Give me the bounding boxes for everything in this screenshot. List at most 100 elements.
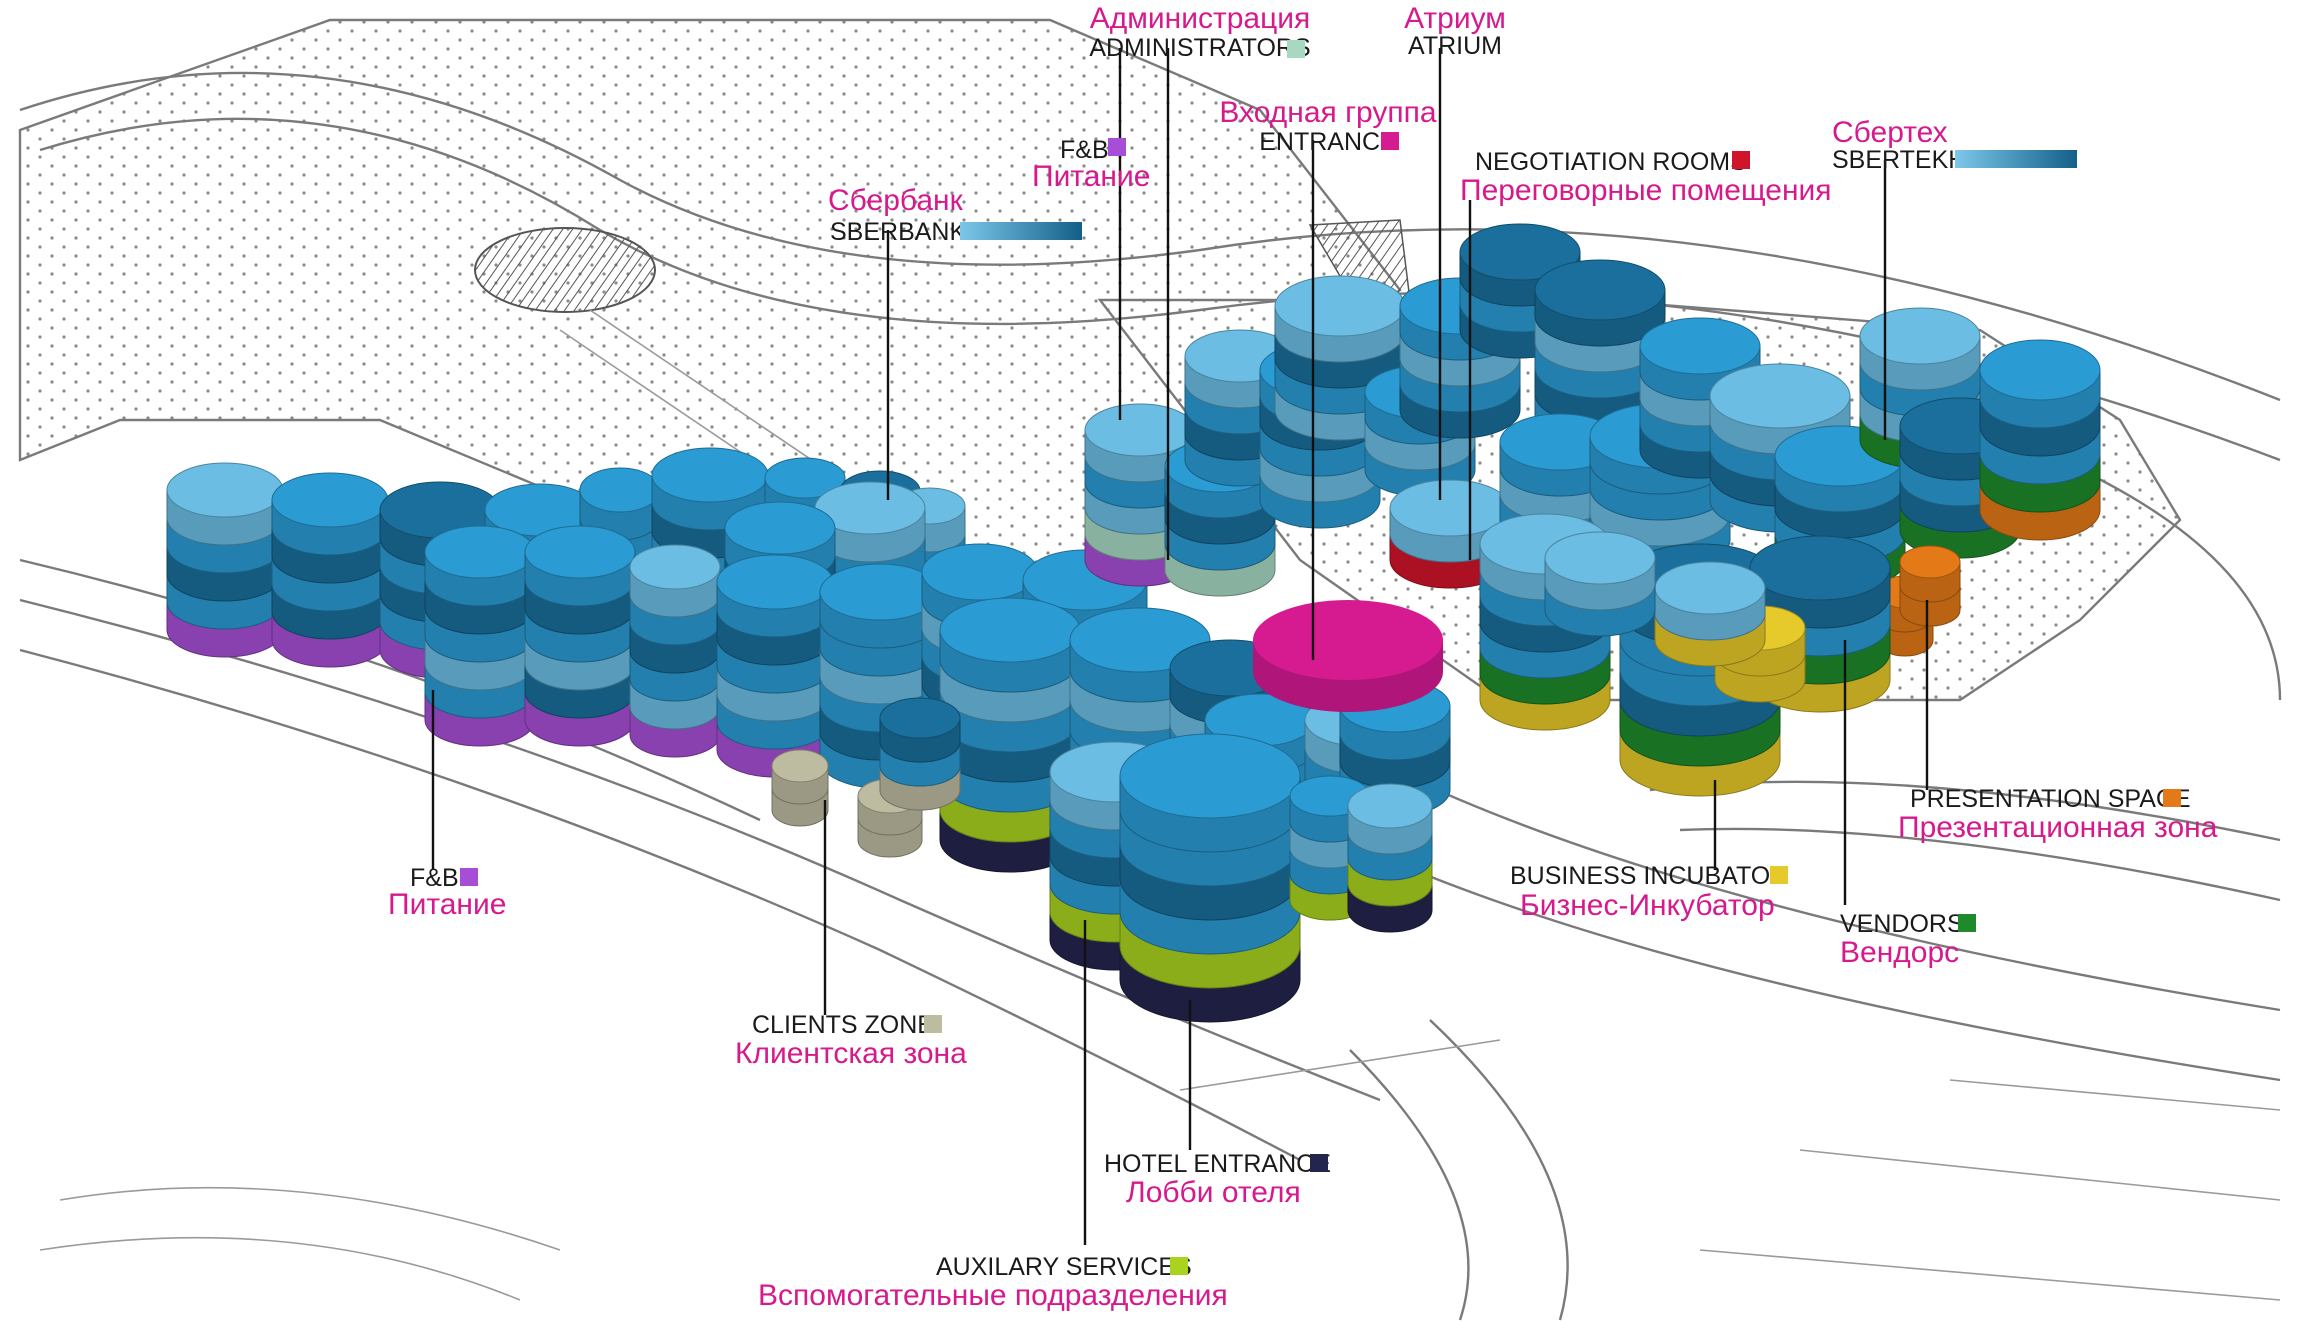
label-negotiation-en: NEGOTIATION ROOMS (1475, 148, 1747, 176)
cylinder-top (271, 472, 389, 528)
plaza-ellipse (474, 227, 656, 313)
swatch-vendors (1958, 914, 1976, 932)
road-lower-left (19, 598, 1381, 1102)
label-entrance-ru: Входная группа (1219, 96, 1436, 129)
label-sberbank-en: SBERBANK (830, 218, 966, 246)
swatch-clients (924, 1015, 942, 1033)
cylinder-top (1654, 561, 1766, 615)
cylinder-top (1639, 317, 1761, 375)
swatch-administrators (1287, 40, 1305, 58)
cylinder-stack (1544, 531, 1656, 637)
cylinder-top (524, 525, 636, 579)
swatch-sbertekh (1955, 150, 2077, 168)
cylinder-top (1119, 733, 1301, 819)
cylinder-top (1709, 363, 1851, 429)
lot-lines (1179, 1039, 2281, 1301)
label-incubator-ru: Бизнес-Инкубатор (1520, 889, 1775, 922)
road-south-2 (1429, 1019, 1569, 1321)
label-auxiliary-ru: Вспомогательные подразделения (758, 1279, 1228, 1312)
cylinder-top (771, 749, 829, 783)
swatch-sberbank (960, 222, 1082, 240)
cylinder-top (424, 525, 536, 579)
label-fnb-bottom-en: F&B (410, 864, 459, 892)
cylinder-top (1459, 223, 1581, 281)
label-fnb-bottom-ru: Питание (388, 888, 506, 921)
cylinder-top (1534, 259, 1666, 321)
cylinder-top (1979, 339, 2101, 401)
cylinder-stack (939, 597, 1081, 873)
label-hotel-en: HOTEL ENTRANCE (1104, 1150, 1331, 1178)
road-west-edge (19, 558, 761, 822)
label-clients-ru: Клиентская зона (735, 1037, 967, 1070)
label-administrators-en: ADMINISTRATORS (1089, 34, 1310, 62)
label-presentation-en: PRESENTATION SPACE (1910, 785, 2191, 813)
cylinder-top (716, 554, 834, 610)
cylinder-stack (271, 472, 389, 668)
cylinder-top (629, 544, 721, 590)
entrance-disc (1253, 600, 1443, 712)
cylinder-top (1084, 403, 1196, 457)
swatch-presentation (2163, 789, 2181, 807)
label-auxiliary-en: AUXILARY SERVICES (936, 1253, 1192, 1281)
cylinder-stack (1347, 783, 1433, 933)
label-hotel-ru: Лобби отеля (1126, 1176, 1301, 1209)
label-fnb-top-ru: Питание (1032, 160, 1150, 193)
label-administrators-ru: Администрация (1090, 2, 1311, 35)
cylinder-top (1274, 275, 1406, 337)
cylinder-top (724, 501, 836, 555)
label-presentation-ru: Презентационная зона (1898, 811, 2218, 844)
road-right-2 (1679, 827, 2281, 902)
cylinder-top (921, 543, 1039, 601)
cylinder-stack (879, 697, 961, 811)
swatch-auxiliary (1170, 1257, 1188, 1275)
label-entrance-en: ENTRANCE (1259, 128, 1397, 156)
label-clients-en: CLIENTS ZONE (752, 1011, 934, 1039)
cylinder-top (1859, 307, 1981, 365)
label-vendors-en: VENDORS (1840, 910, 1964, 938)
label-atrium-en: ATRIUM (1408, 32, 1502, 60)
lot-lines-2 (39, 1186, 561, 1301)
cylinder-top (764, 457, 846, 499)
cylinder-top (166, 462, 284, 518)
cylinder-top (1749, 535, 1891, 601)
label-sbertekh-en: SBERTEKH (1832, 146, 1966, 174)
cylinder-stack (1979, 339, 2101, 541)
building-cylinders (166, 223, 2101, 1023)
cylinder-top (1544, 531, 1656, 585)
leader-lines (431, 48, 1929, 1245)
cylinder-stack (524, 525, 636, 747)
swatch-fnb-bottom (460, 868, 478, 886)
cylinder-top (1899, 545, 1961, 579)
swatch-incubator (1770, 866, 1788, 884)
cylinder-top (651, 447, 769, 503)
road-east-curve (2059, 458, 2282, 701)
swatch-entrance (1381, 132, 1399, 150)
label-negotiation-ru: Переговорные помещения (1460, 174, 1832, 207)
cylinder-stack (1654, 561, 1766, 667)
swatch-negotiation (1732, 151, 1750, 169)
cylinder-stack (166, 462, 284, 658)
cylinder-stack (716, 554, 834, 778)
cylinder-top (1347, 783, 1433, 829)
labels: Администрация ADMINISTRATORS Атриум ATRI… (388, 2, 2218, 1312)
label-atrium-ru: Атриум (1404, 2, 1506, 35)
road-south (1349, 1049, 1470, 1321)
swatch-fnb-top (1108, 138, 1126, 156)
cylinder-stack (1899, 545, 1961, 627)
road-outer-arc (19, 71, 2281, 402)
cylinder-top (579, 467, 661, 513)
cylinder-stack (819, 563, 941, 789)
road-lower-left-2 (19, 648, 1301, 1162)
label-fnb-top-en: F&B (1060, 136, 1109, 164)
cylinder-stack (1119, 733, 1301, 1023)
label-sberbank-ru: Сбербанк (828, 184, 964, 217)
cylinder-stack (771, 749, 829, 827)
label-sbertekh-ru: Сбертех (1832, 116, 1948, 149)
cylinder-stack (424, 525, 536, 747)
label-vendors-ru: Вендорс (1840, 936, 1959, 969)
cylinder-top (879, 697, 961, 739)
cylinder-top (939, 597, 1081, 663)
label-incubator-en: BUSINESS INCUBATOR (1510, 862, 1788, 890)
